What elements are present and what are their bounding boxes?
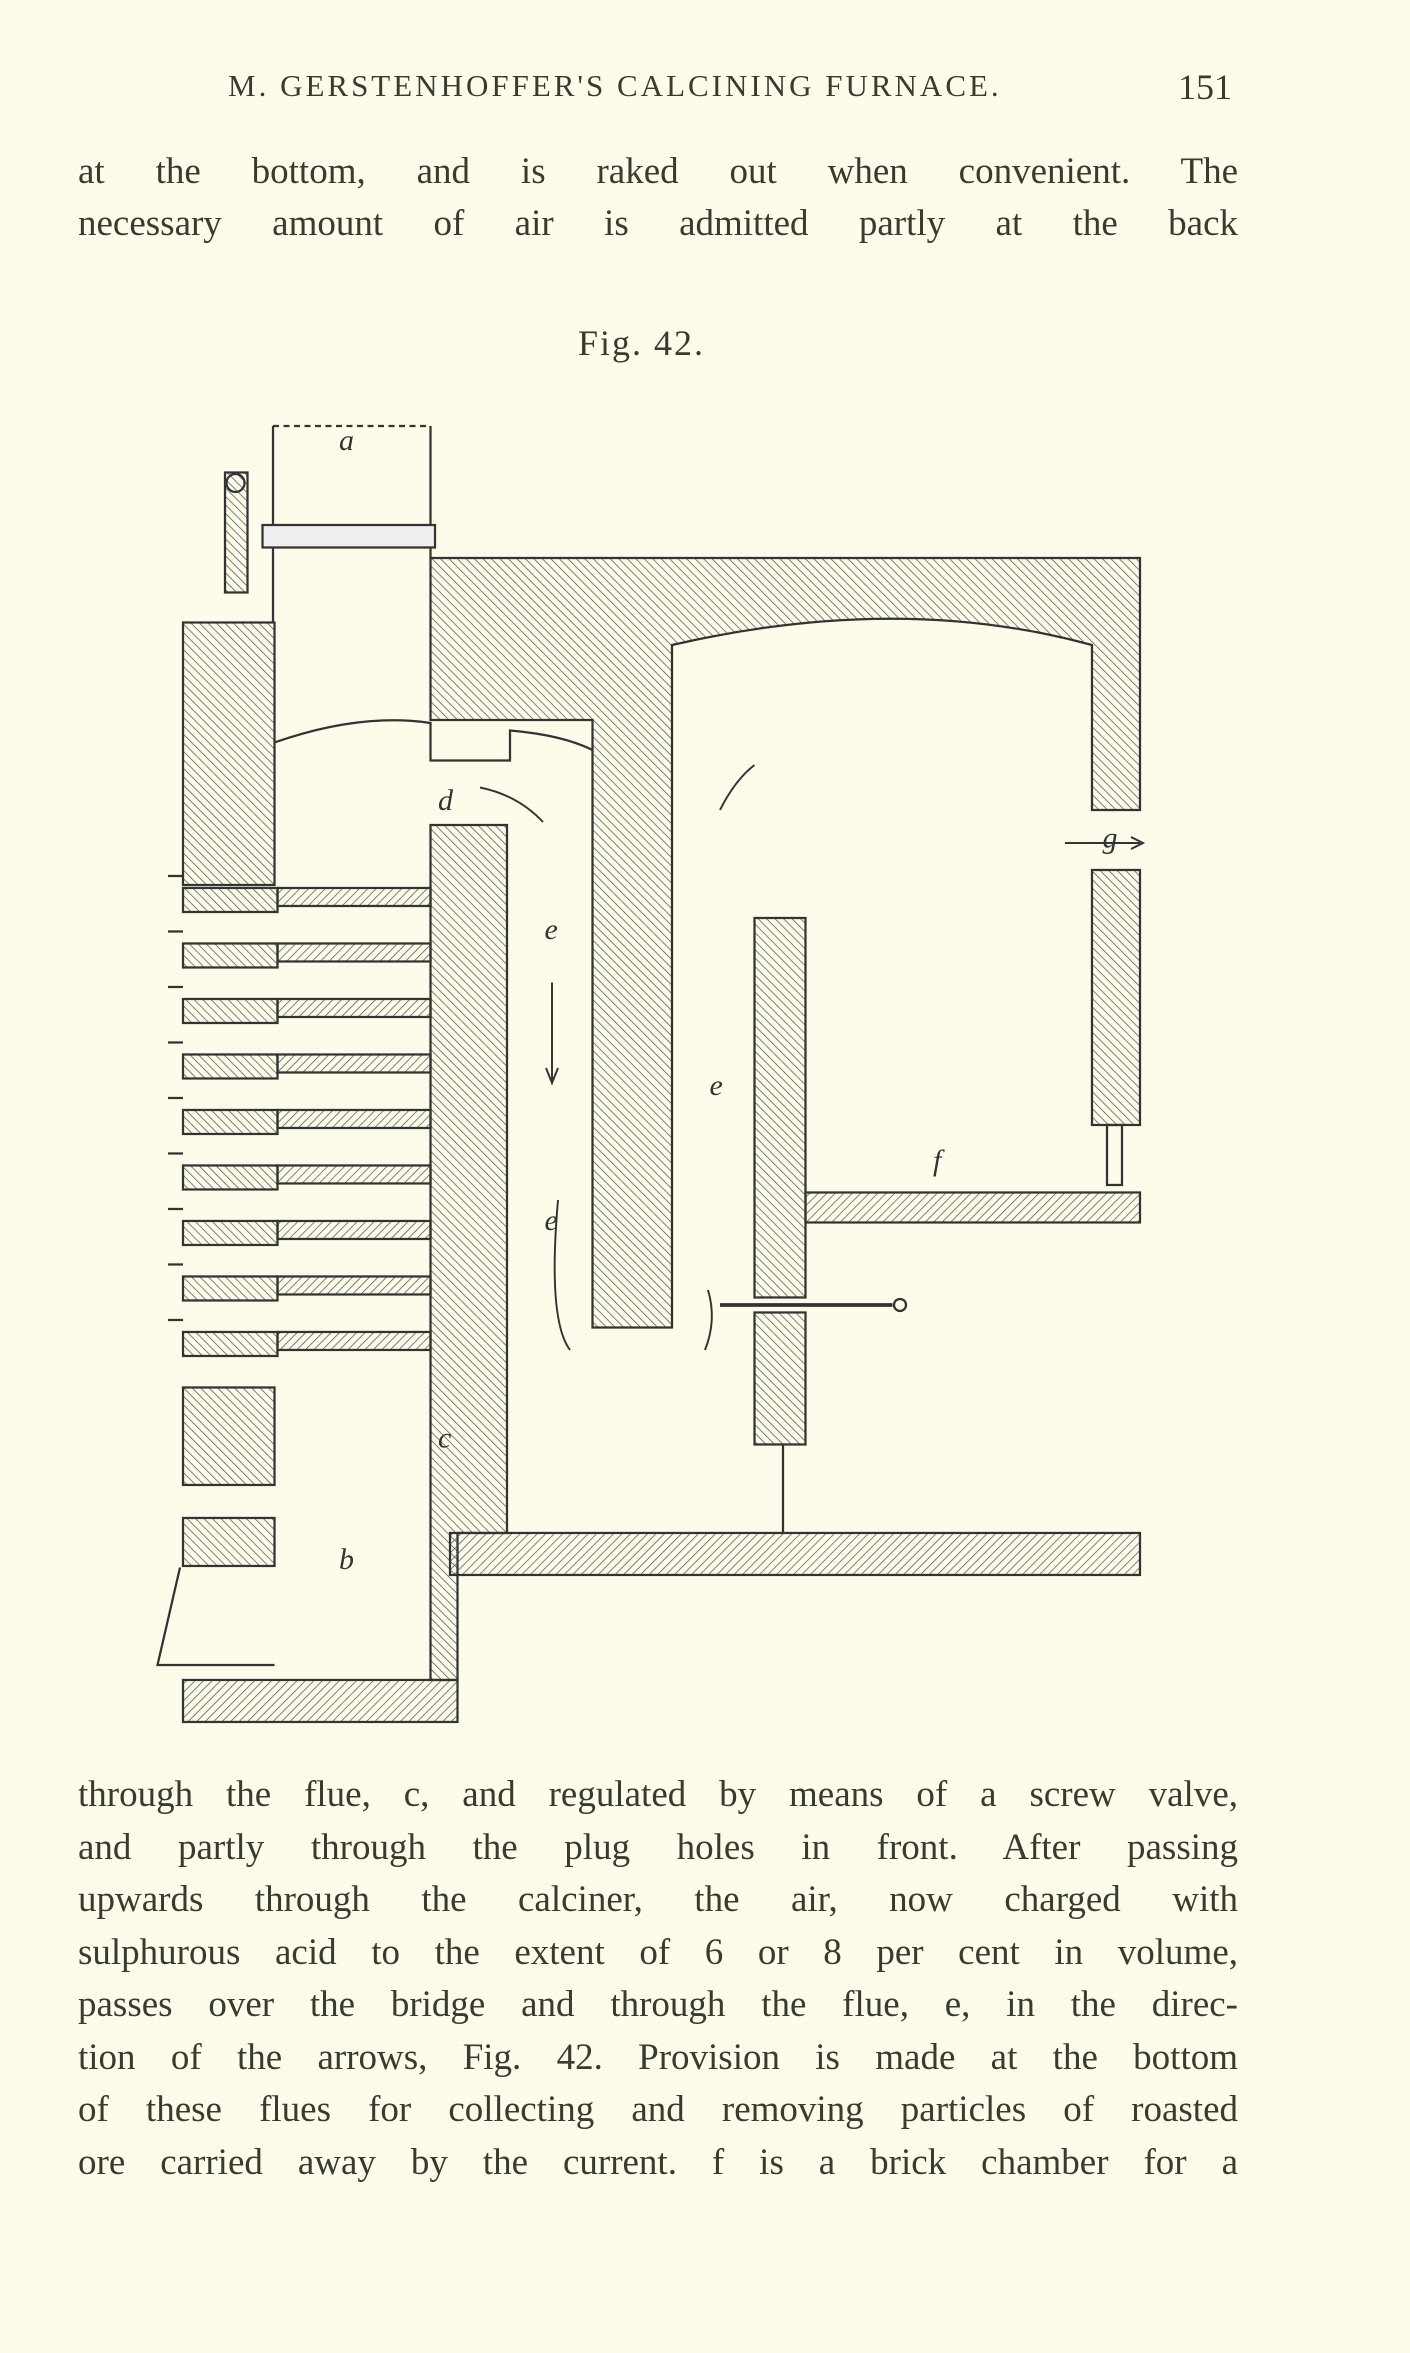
shelf [276,1164,432,1185]
floor [448,1531,1142,1577]
page-number: 151 [1178,67,1232,107]
shelf-front [181,886,279,914]
partition-upper [753,916,807,1299]
shelf-front [181,1275,279,1302]
shelf [276,1330,432,1352]
figure-labels: a d e e e f g c b [339,424,1117,1576]
shelf [276,1275,432,1296]
running-title: M. GERSTENHOFFER'S CALCINING FURNACE. [228,68,1002,103]
shelf [276,997,432,1019]
label-f: f [933,1144,945,1177]
partition-lower [753,1311,807,1446]
label-a: a [339,424,354,457]
text-line: and partly through the plug holes in fro… [78,1827,1238,1868]
shelf-front [181,1330,279,1358]
text-line: passes over the bridge and through the f… [78,1984,1238,2025]
shelf-front [181,1053,279,1080]
text-line: ore carried away by the current. f is a … [78,2142,1238,2183]
label-e: e [545,913,558,946]
label-d: d [438,784,454,817]
label-b: b [339,1543,354,1576]
hopper [223,424,437,623]
figure-caption: Fig. 42. [578,323,706,363]
label-g: g [1102,821,1117,854]
flow-arrows [479,764,1146,1351]
label-e: e [545,1204,558,1237]
shelf [276,886,432,908]
damper [1105,1123,1124,1187]
text-line: at the bottom, and is raked out when con… [78,151,1238,192]
base [181,1678,459,1724]
text-line: necessary amount of air is admitted part… [78,203,1238,244]
shelf-front [181,1164,279,1191]
left-wall [181,621,276,887]
bridge [804,1191,1142,1224]
shelf-front [181,942,279,969]
right-wall [1090,868,1142,1127]
text-line: of these flues for collecting and removi… [78,2089,1238,2130]
shelf-front [181,1108,279,1136]
text-line: sulphurous acid to the extent of 6 or 8 … [78,1932,1238,1973]
shelf [276,1219,432,1241]
label-e: e [709,1069,722,1102]
text-line: tion of the arrows, Fig. 42. Provision i… [78,2037,1238,2078]
grate-shelves [168,874,432,1358]
roof-arch [429,556,1142,1329]
shelf [276,1108,432,1130]
label-c: c [438,1421,451,1454]
text-line: through the flue, c, and regulated by me… [78,1774,1238,1815]
text-line: upwards through the calciner, the air, n… [78,1879,1238,1920]
shelf [276,942,432,963]
shelf-front [181,1219,279,1247]
shelf [276,1053,432,1074]
shelf-front [181,997,279,1025]
